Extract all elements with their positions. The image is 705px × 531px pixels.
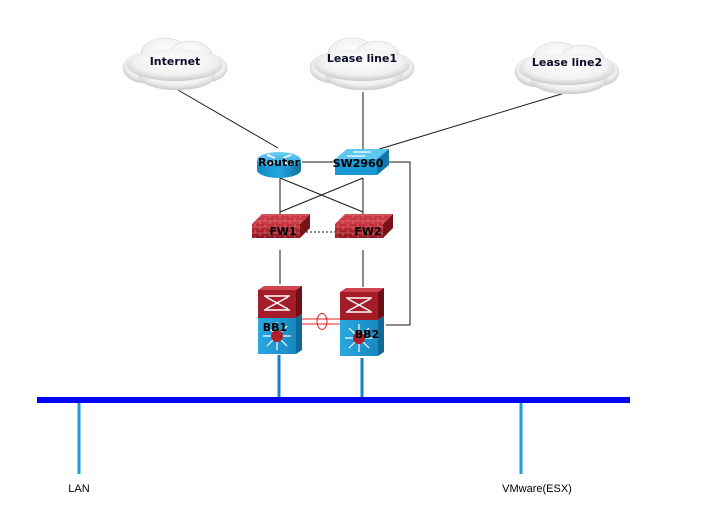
fw2-label: FW2 <box>354 225 381 238</box>
endpoint-vmware-label: VMware(ESX) <box>502 483 572 495</box>
link-bb1-bb2-etherchannel <box>300 313 344 330</box>
firewall-icon <box>335 214 393 238</box>
core-switch-icon <box>340 288 384 356</box>
lan-backbone-bus <box>37 397 630 403</box>
links <box>177 89 569 326</box>
link-sw2960-fw1 <box>279 177 364 213</box>
router-icon <box>257 152 301 178</box>
cloud-lease-line1-label: Lease line1 <box>327 52 397 65</box>
device-bb1[interactable]: BB1 <box>258 286 302 354</box>
fw1-label: FW1 <box>269 225 296 238</box>
cloud-lease-line2[interactable]: Lease line2 <box>514 41 620 95</box>
cloud-lease-line2-label: Lease line2 <box>532 56 602 69</box>
etherchannel-bundle-icon <box>316 313 328 330</box>
cloud-lease-line1[interactable]: Lease line1 <box>309 37 415 91</box>
device-bb2[interactable]: BB2 <box>340 288 384 356</box>
router-label: Router <box>258 156 301 169</box>
device-router[interactable]: Router <box>257 152 301 178</box>
cloud-icon <box>309 37 415 91</box>
device-fw1[interactable]: FW1 <box>252 214 310 238</box>
link-lease2-sw2960 <box>372 91 569 152</box>
device-fw2[interactable]: FW2 <box>335 214 393 238</box>
cloud-icon <box>122 37 228 91</box>
endpoint-lan-label: LAN <box>68 483 89 495</box>
sw2960-label: SW2960 <box>333 157 384 170</box>
firewall-icon <box>252 214 310 238</box>
bb2-label: BB2 <box>355 328 379 341</box>
core-switch-icon <box>258 286 302 354</box>
bb1-label: BB1 <box>263 321 287 334</box>
cloud-internet[interactable]: Internet <box>122 37 228 91</box>
switch-icon <box>335 149 389 175</box>
device-sw2960[interactable]: SW2960 <box>333 149 389 175</box>
link-sw2960-bb2 <box>386 161 411 326</box>
cloud-internet-label: Internet <box>150 55 201 68</box>
cloud-icon <box>514 41 620 95</box>
link-internet-router <box>177 89 279 149</box>
uplinks <box>77 355 523 474</box>
